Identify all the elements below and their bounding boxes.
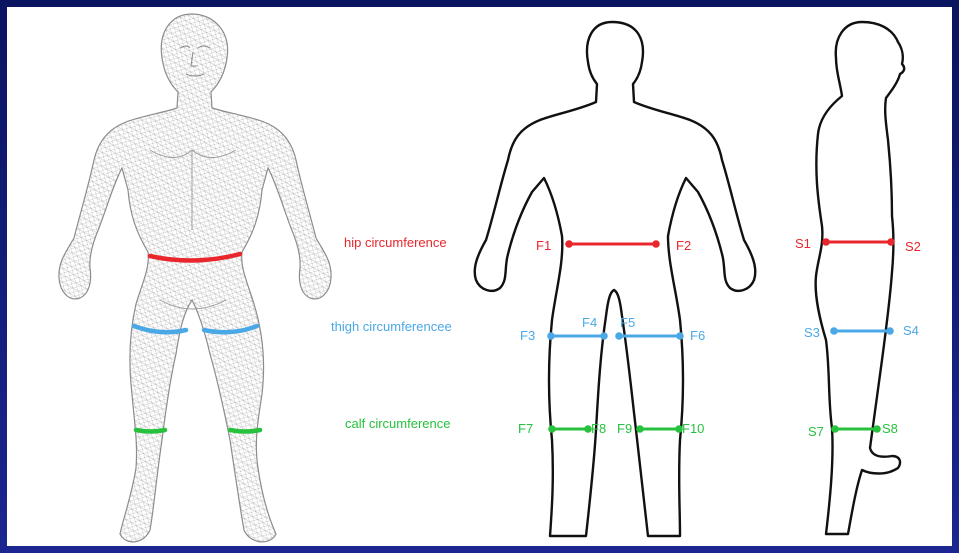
point-label-S1: S1 [795, 236, 811, 251]
point-label-S2: S2 [905, 239, 921, 254]
point-label-F7: F7 [518, 421, 533, 436]
point-label-F6: F6 [690, 328, 705, 343]
hip-circumference-label: hip circumference [344, 235, 447, 250]
calf-circumference-label: calf circumference [345, 416, 450, 431]
front-body-outline [475, 22, 756, 536]
thigh-circumference-label: thigh circumferencee [331, 319, 452, 334]
point-label-F9: F9 [617, 421, 632, 436]
point-label-F4: F4 [582, 315, 597, 330]
point-label-F2: F2 [676, 238, 691, 253]
point-label-F10: F10 [682, 421, 704, 436]
mesh-calf-band-left [136, 430, 165, 432]
point-label-F8: F8 [591, 421, 606, 436]
point-label-F3: F3 [520, 328, 535, 343]
side-body-outline [816, 22, 905, 534]
point-label-S4: S4 [903, 323, 919, 338]
side-outline: S1 S2 S3 S4 S7 S8 [795, 22, 921, 534]
point-label-F5: F5 [620, 315, 635, 330]
mesh-calf-band-right [230, 430, 260, 432]
point-label-S7: S7 [808, 424, 824, 439]
mesh-body-silhouette [59, 14, 331, 542]
point-label-S8: S8 [882, 421, 898, 436]
front-outline: F1 F2 F3 F4 F5 F6 F7 F8 F9 F10 [475, 22, 756, 536]
figure-panel: hip circumference thigh circumferencee c… [7, 7, 952, 546]
point-label-S3: S3 [804, 325, 820, 340]
point-label-F1: F1 [536, 238, 551, 253]
mesh-body-scan [59, 14, 331, 542]
